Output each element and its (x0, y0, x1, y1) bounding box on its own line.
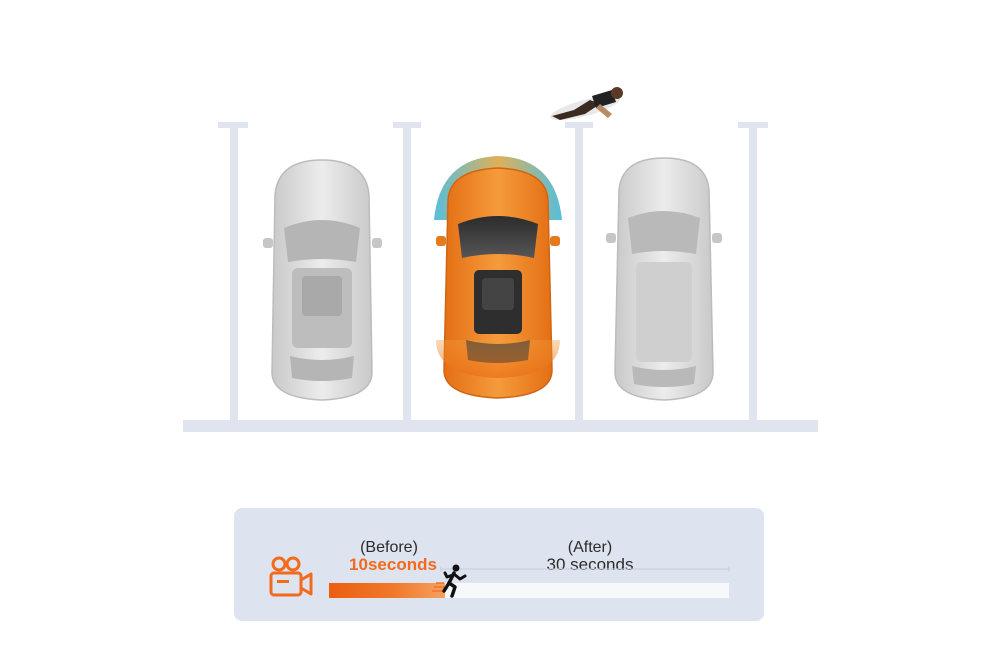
parking-line-3 (575, 123, 583, 421)
parking-line-4-cap (738, 122, 768, 128)
before-label: (Before) (360, 539, 418, 556)
video-camera-icon (269, 556, 313, 597)
rear-sensor-zone (436, 340, 560, 378)
parking-line-2 (403, 123, 411, 421)
recording-progress-fill (329, 583, 445, 598)
after-duration: 30 seconds (546, 555, 634, 574)
parking-line-1 (230, 123, 238, 421)
parked-car-right (606, 157, 722, 401)
highlighted-car (434, 156, 562, 399)
parking-line-2-cap (393, 122, 421, 128)
parking-lines (183, 122, 818, 432)
parking-baseline (183, 420, 818, 432)
recording-timeline-panel (234, 508, 764, 621)
parking-line-3-cap (565, 122, 593, 128)
recording-progress-track (329, 583, 729, 598)
running-person-icon (432, 564, 467, 598)
after-range-marker (440, 566, 730, 572)
parked-car-left (263, 159, 382, 401)
walking-person-icon (550, 87, 623, 121)
parking-line-4 (749, 123, 757, 421)
after-label: (After) (567, 539, 613, 556)
before-duration: 10seconds (349, 555, 437, 574)
parking-line-1-cap (218, 122, 248, 128)
